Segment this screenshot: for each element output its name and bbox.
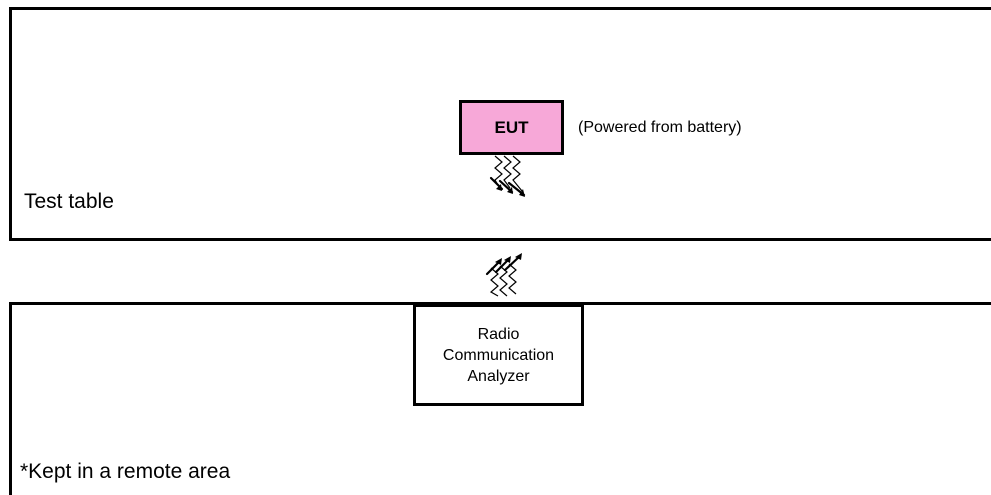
remote-area-label: *Kept in a remote area: [20, 460, 231, 483]
eut-box: EUT: [459, 100, 564, 155]
analyzer-label-line: Communication: [442, 346, 555, 364]
radio-communication-analyzer-box: Radio Communication Analyzer: [413, 304, 584, 406]
analyzer-label-line: Radio: [477, 325, 520, 343]
analyzer-label: Radio Communication Analyzer: [443, 324, 554, 387]
radio-wave-arrows-down-icon: [489, 155, 526, 197]
eut-label: EUT: [494, 117, 529, 137]
analyzer-label-line: Analyzer: [467, 367, 530, 385]
eut-power-note: (Powered from battery): [578, 119, 742, 136]
test-table-label: Test table: [24, 190, 114, 213]
radio-wave-arrows-up-icon: [485, 253, 522, 297]
